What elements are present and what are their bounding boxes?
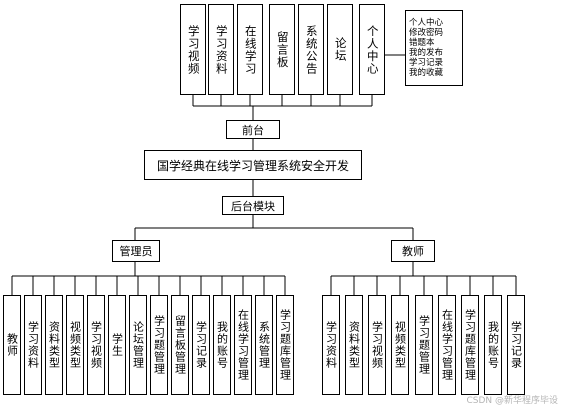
teacher-module-box: 学习题管理	[415, 295, 433, 395]
personal-detail-item: 个人中心	[409, 18, 444, 28]
admin-module-box: 教师	[3, 295, 21, 395]
front-module-label: 个人中心	[365, 24, 380, 75]
teacher-module-label: 我的账号	[486, 321, 500, 369]
admin-module-box: 资料类型	[45, 295, 63, 395]
teacher-module-label: 资料类型	[347, 321, 361, 369]
admin-module-label: 论坛管理	[131, 321, 145, 369]
teacher-module-label: 视频类型	[393, 321, 407, 369]
teacher-module-box: 在线学习管理	[438, 295, 456, 395]
admin-module-label: 留言板管理	[173, 315, 187, 375]
admin-module-box: 在线学习管理	[234, 295, 252, 395]
front-module-label: 论坛	[333, 37, 348, 62]
front-node: 前台	[226, 120, 280, 139]
teacher-module-label: 学习记录	[509, 321, 523, 369]
front-module-label: 系统公告	[304, 24, 319, 75]
admin-module-box: 留言板管理	[171, 295, 189, 395]
admin-module-box: 我的账号	[213, 295, 231, 395]
root-node: 国学经典在线学习管理系统安全开发	[144, 150, 362, 180]
back-node-label: 后台模块	[231, 199, 275, 213]
front-module-box: 个人中心	[359, 4, 385, 95]
personal-center-details: 个人中心 修改密码 错题本 我的发布 学习记录 我的收藏	[405, 10, 463, 86]
teacher-module-box: 学习资料	[322, 295, 340, 395]
teacher-module-label: 学习题库管理	[463, 309, 477, 381]
teacher-module-label: 学习题管理	[417, 315, 431, 375]
front-module-box: 留言板	[269, 4, 295, 95]
admin-module-label: 学习题库管理	[278, 309, 292, 381]
personal-detail-item: 错题本	[409, 38, 435, 48]
admin-node: 管理员	[112, 240, 160, 262]
admin-module-box: 学生	[108, 295, 126, 395]
admin-module-label: 学习视频	[89, 321, 103, 369]
admin-module-label: 资料类型	[47, 321, 61, 369]
front-module-box: 系统公告	[298, 4, 324, 95]
teacher-module-box: 我的账号	[484, 295, 502, 395]
admin-module-label: 我的账号	[215, 321, 229, 369]
admin-module-box: 学习题管理	[150, 295, 168, 395]
personal-detail-item: 我的发布	[409, 48, 444, 58]
front-module-label: 在线学习	[243, 24, 258, 75]
teacher-node: 教师	[391, 240, 435, 262]
teacher-module-label: 学习资料	[324, 321, 338, 369]
admin-module-label: 在线学习管理	[236, 309, 250, 381]
admin-module-label: 系统管理	[257, 321, 271, 369]
teacher-module-box: 资料类型	[345, 295, 363, 395]
front-module-label: 留言板	[275, 30, 290, 69]
front-module-box: 在线学习	[237, 4, 263, 95]
admin-module-box: 学习题库管理	[276, 295, 294, 395]
personal-detail-item: 修改密码	[409, 28, 444, 38]
admin-module-label: 学习记录	[194, 321, 208, 369]
admin-module-box: 论坛管理	[129, 295, 147, 395]
admin-module-box: 学习记录	[192, 295, 210, 395]
admin-node-label: 管理员	[119, 245, 153, 258]
back-node: 后台模块	[222, 196, 284, 215]
admin-module-label: 学习资料	[26, 321, 40, 369]
teacher-module-box: 学习记录	[507, 295, 525, 395]
teacher-module-label: 学习视频	[370, 321, 384, 369]
personal-detail-item: 我的收藏	[409, 68, 444, 78]
admin-module-box: 学习视频	[87, 295, 105, 395]
front-module-box: 学习资料	[208, 4, 234, 95]
watermark: CSDN @新华程序毕设	[466, 396, 558, 406]
front-module-box: 学习视频	[180, 4, 206, 95]
teacher-node-label: 教师	[402, 245, 424, 258]
personal-detail-item: 学习记录	[409, 58, 444, 68]
teacher-module-box: 学习题库管理	[461, 295, 479, 395]
admin-module-box: 系统管理	[255, 295, 273, 395]
front-module-label: 学习资料	[214, 24, 229, 75]
admin-module-box: 学习资料	[24, 295, 42, 395]
front-node-label: 前台	[242, 123, 264, 137]
front-module-label: 学习视频	[186, 24, 201, 75]
admin-module-label: 学习题管理	[152, 315, 166, 375]
admin-module-label: 视频类型	[68, 321, 82, 369]
teacher-module-box: 视频类型	[391, 295, 409, 395]
root-node-label: 国学经典在线学习管理系统安全开发	[156, 158, 349, 173]
admin-module-box: 视频类型	[66, 295, 84, 395]
teacher-module-box: 学习视频	[368, 295, 386, 395]
front-module-box: 论坛	[327, 4, 353, 95]
teacher-module-label: 在线学习管理	[440, 309, 454, 381]
admin-module-label: 学生	[110, 333, 124, 357]
admin-module-label: 教师	[5, 333, 19, 357]
